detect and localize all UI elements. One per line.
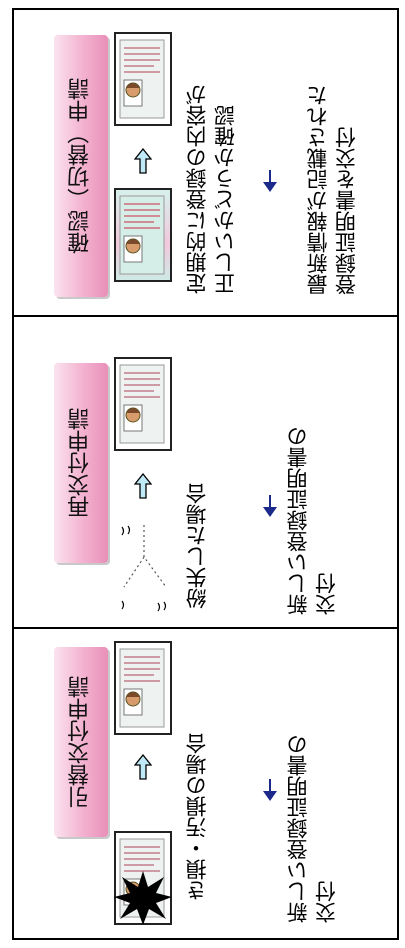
tab-exchange: 引替交付申請 xyxy=(54,647,108,837)
damage-burst-icon xyxy=(114,871,172,925)
tab-label: 確認（切替）申請 xyxy=(68,78,94,254)
situation-text: 紛失した場合 xyxy=(185,483,209,609)
right-arrow-icon xyxy=(263,779,277,801)
result-text: 新しい登録証明書の 交付 xyxy=(286,734,339,923)
section-divider xyxy=(12,627,399,629)
id-card-icon xyxy=(114,831,172,925)
up-arrow-icon xyxy=(134,754,152,780)
lost-card-icon xyxy=(121,525,167,612)
tab-confirm: 確認（切替）申請 xyxy=(54,35,108,297)
section-confirm: 確認（切替）申請 定期的に登録の内容が 正しいかどうか確認 最新情報が記載された… xyxy=(14,10,397,315)
tab-label: 引替交付申請 xyxy=(68,676,94,808)
section-reissue: 再交付申請 紛失した場合 新しい登録証明書の 交付 xyxy=(14,317,397,627)
diagram-frame xyxy=(12,8,399,940)
up-arrow-icon xyxy=(134,473,152,499)
id-card-icon xyxy=(114,641,172,735)
situation-text: き損・汚損の場合 xyxy=(185,733,209,901)
right-arrow-icon xyxy=(263,170,277,192)
tab-reissue: 再交付申請 xyxy=(54,363,108,563)
id-card-icon xyxy=(114,188,172,282)
section-exchange: 引替交付申請 き損・汚損の場合 新しい登録証明書の 交付 xyxy=(14,629,397,939)
section-divider xyxy=(12,315,399,317)
tab-label: 再交付申請 xyxy=(68,408,94,518)
situation-text: 定期的に登録の内容が 正しいかどうか確認 xyxy=(185,84,238,294)
id-card-icon xyxy=(114,357,172,451)
result-text: 新しい登録証明書の 交付 xyxy=(286,426,339,615)
right-arrow-icon xyxy=(263,495,277,517)
id-card-icon xyxy=(114,32,172,126)
up-arrow-icon xyxy=(134,148,152,174)
result-text: 最新情報が記載された 登録証明書を交付 xyxy=(306,85,359,295)
